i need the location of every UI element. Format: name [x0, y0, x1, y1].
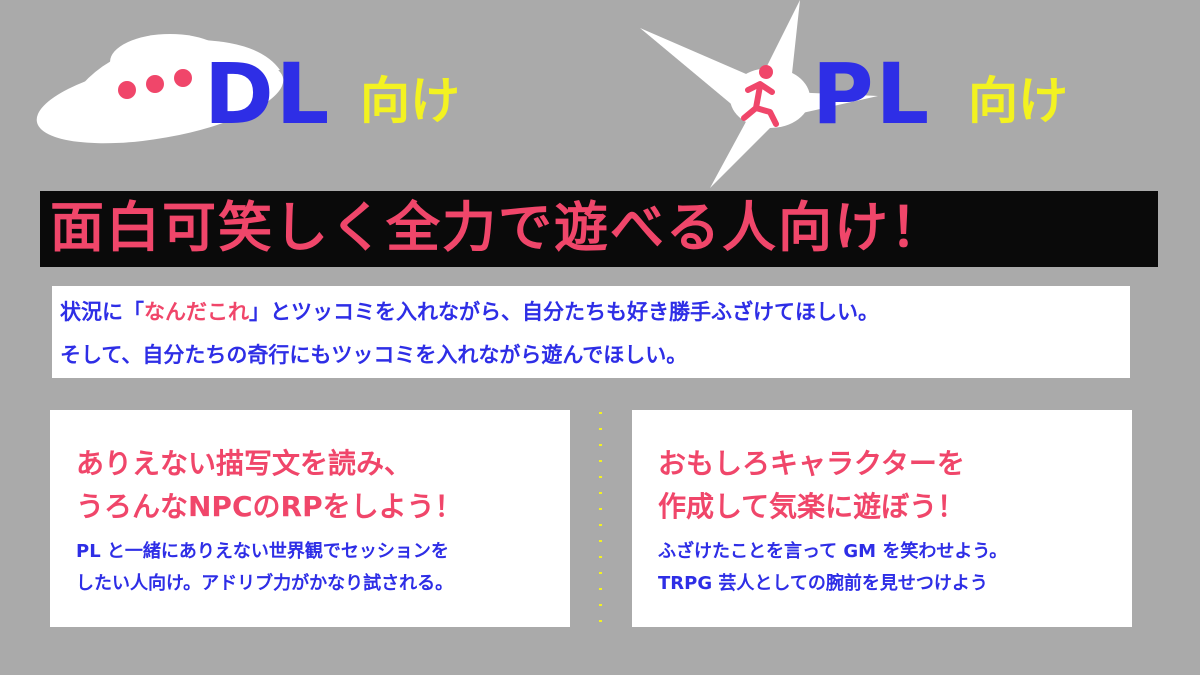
dl-card-body-line-1: PL と一緒にありえない世界観でセッションを	[76, 541, 449, 562]
dl-card-title-line-2: うろんなNPCのRPをしよう！	[76, 490, 463, 523]
pl-card-body-line-1: ふざけたことを言って GM を笑わせよう。	[658, 541, 1008, 562]
dl-suffix: 向け	[360, 72, 460, 130]
description-line-2: そして、自分たちの奇行にもツッコミを入れながら遊んでほしい。	[60, 343, 688, 367]
pl-card-body-line-2: TRPG 芸人としての腕前を見せつけよう	[658, 573, 988, 594]
pl-card	[632, 410, 1132, 627]
pl-card-title-line-2: 作成して気楽に遊ぼう！	[658, 490, 966, 523]
description-line-1: 状況に「なんだこれ」とツッコミを入れながら、自分たちも好き勝手ふざけてほしい。	[60, 298, 879, 326]
dotted-divider	[599, 412, 602, 627]
description-highlight: なんだこれ	[144, 300, 249, 324]
pl-card-title-line-1: おもしろキャラクターを	[658, 447, 965, 480]
header-decorations	[36, 0, 878, 188]
running-person-icon	[741, 65, 779, 127]
description-line-1-end: 」とツッコミを入れながら、自分たちも好き勝手ふざけてほしい。	[249, 300, 879, 324]
dl-card	[50, 410, 570, 627]
banner-background	[40, 191, 1158, 267]
speech-bubble-icon	[36, 34, 284, 144]
dl-card-title-line-1: ありえない描写文を読み、	[76, 447, 413, 480]
dl-title: DL	[204, 45, 332, 143]
description-box	[52, 286, 1130, 378]
banner-headline: 面白可笑しく全力で遊べる人向け！	[50, 196, 946, 259]
pl-suffix: 向け	[968, 72, 1068, 130]
dl-card-body-line-2: したい人向け。アドリブ力がかなり試される。	[76, 573, 454, 594]
pl-title: PL	[812, 45, 932, 143]
description-line-1-start: 状況に「	[60, 300, 144, 324]
